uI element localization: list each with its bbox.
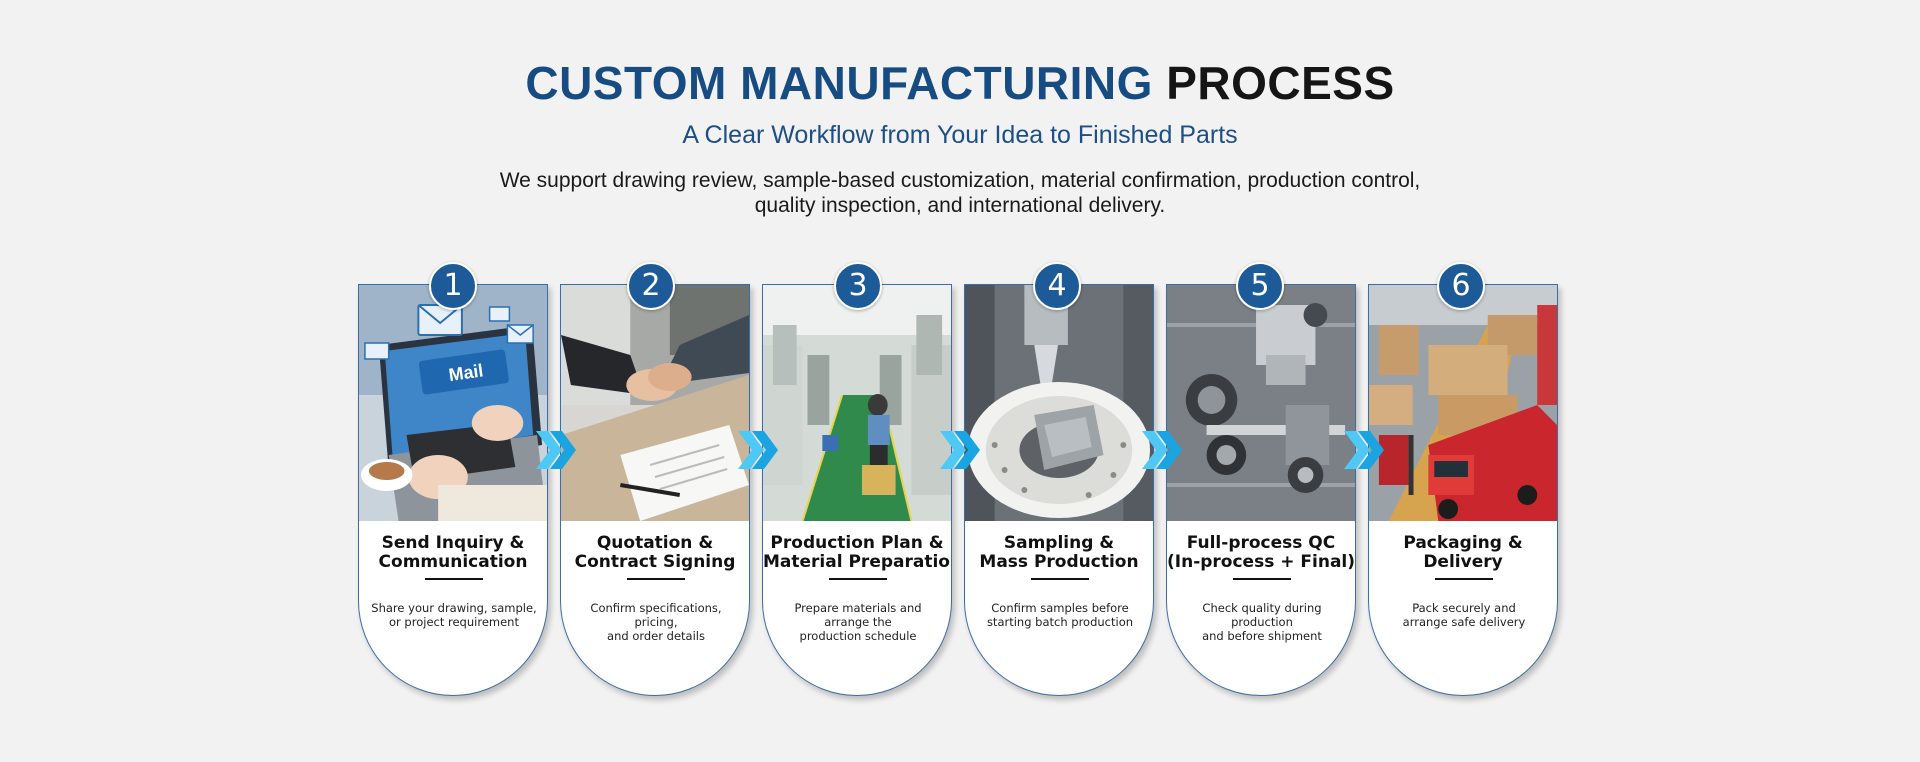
factory-floor-photo: [763, 285, 951, 521]
step-desc-line: and order details: [607, 629, 705, 643]
step-title-line: Full-process QC: [1186, 533, 1336, 553]
step-title-line: Delivery: [1423, 552, 1503, 572]
step-title-line: Material Preparation: [763, 552, 952, 572]
step-description: Prepare materials and arrange the produc…: [767, 601, 949, 643]
title-divider: [1233, 578, 1291, 580]
page-header: CUSTOM MANUFACTURING PROCESS A Clear Wor…: [0, 54, 1920, 218]
step-card-4: Sampling & Mass Production Confirm sampl…: [964, 284, 1154, 696]
step-desc-line: Confirm specifications,: [590, 601, 722, 615]
step-description: Confirm specifications, pricing, and ord…: [565, 601, 747, 643]
step-desc-line: and before shipment: [1202, 629, 1322, 643]
title-divider: [1435, 578, 1493, 580]
step-title-line: Send Inquiry &: [381, 533, 525, 553]
cnc-machining-photo: [965, 285, 1153, 521]
step-title-line: Contract Signing: [574, 552, 736, 572]
step-title-line: Quotation &: [596, 533, 714, 553]
step-card-5: Full-process QC (In-process + Final) Che…: [1166, 284, 1356, 696]
step-desc-line: production schedule: [799, 629, 917, 643]
step-desc-line: or project requirement: [389, 615, 519, 629]
step-number-badge: 2: [627, 262, 675, 310]
step-card-6: Packaging & Delivery Pack securely and a…: [1368, 284, 1558, 696]
step-number-badge: 4: [1033, 262, 1081, 310]
step-title-line: Packaging &: [1403, 533, 1523, 553]
truck-warehouse-photo: [1369, 285, 1557, 521]
step-desc-line: Confirm samples before: [991, 601, 1129, 615]
title-divider: [627, 578, 685, 580]
cnc-turret-photo: [1167, 285, 1355, 521]
description-line: quality inspection, and international de…: [754, 194, 1166, 217]
step-desc-line: Pack securely and: [1412, 601, 1516, 615]
svg-text:Mail: Mail: [447, 360, 484, 385]
mail-laptop-photo: Mail: [359, 285, 547, 521]
title-divider: [425, 578, 483, 580]
step-desc-line: Share your drawing, sample,: [371, 601, 537, 615]
step-title-line: (In-process + Final): [1167, 552, 1356, 572]
step-desc-line: pricing,: [634, 615, 678, 629]
double-chevron-right-icon: [536, 431, 576, 469]
step-number-badge: 5: [1236, 262, 1284, 310]
step-description: Check quality during production and befo…: [1171, 601, 1353, 643]
step-description: Pack securely and arrange safe delivery: [1373, 601, 1555, 629]
title-dark-part: PROCESS: [1166, 57, 1395, 109]
page-title: CUSTOM MANUFACTURING PROCESS: [0, 54, 1920, 112]
description-line: We support drawing review, sample-based …: [499, 169, 1421, 192]
step-desc-line: arrange safe delivery: [1402, 615, 1526, 629]
step-desc-line: Check quality during: [1202, 601, 1322, 615]
step-card-2: Quotation & Contract Signing Confirm spe…: [560, 284, 750, 696]
step-desc-line: Prepare materials and: [794, 601, 922, 615]
step-title: Sampling & Mass Production: [965, 534, 1153, 572]
step-number-badge: 1: [429, 262, 477, 310]
handshake-photo: [561, 285, 749, 521]
title-divider: [829, 578, 887, 580]
double-chevron-right-icon: [1142, 431, 1182, 469]
title-blue-part: CUSTOM MANUFACTURING: [525, 57, 1153, 109]
title-divider: [1031, 578, 1089, 580]
step-desc-line: arrange the: [824, 615, 892, 629]
step-desc-line: starting batch production: [986, 615, 1134, 629]
step-title-line: Communication: [378, 552, 528, 572]
page-subtitle: A Clear Workflow from Your Idea to Finis…: [682, 121, 1238, 149]
step-card-1: Mail Send Inquiry & Communication: [358, 284, 548, 696]
step-description: Confirm samples before starting batch pr…: [969, 601, 1151, 629]
double-chevron-right-icon: [940, 431, 980, 469]
step-title-line: Production Plan &: [770, 533, 944, 553]
step-title: Production Plan & Material Preparation: [763, 534, 951, 572]
step-number-badge: 3: [834, 262, 882, 310]
step-title-line: Sampling &: [1003, 533, 1115, 553]
double-chevron-right-icon: [1344, 431, 1384, 469]
step-title-line: Mass Production: [979, 552, 1139, 572]
double-chevron-right-icon: [738, 431, 778, 469]
step-title: Send Inquiry & Communication: [359, 534, 547, 572]
step-title: Full-process QC (In-process + Final): [1167, 534, 1355, 572]
step-description: Share your drawing, sample, or project r…: [363, 601, 545, 629]
step-number-badge: 6: [1437, 262, 1485, 310]
step-title: Packaging & Delivery: [1369, 534, 1557, 572]
process-steps: Mail Send Inquiry & Communication: [358, 262, 1558, 702]
step-title: Quotation & Contract Signing: [561, 534, 749, 572]
page-description: We support drawing review, sample-based …: [480, 168, 1440, 218]
step-desc-line: production: [1231, 615, 1293, 629]
step-card-3: Production Plan & Material Preparation P…: [762, 284, 952, 696]
